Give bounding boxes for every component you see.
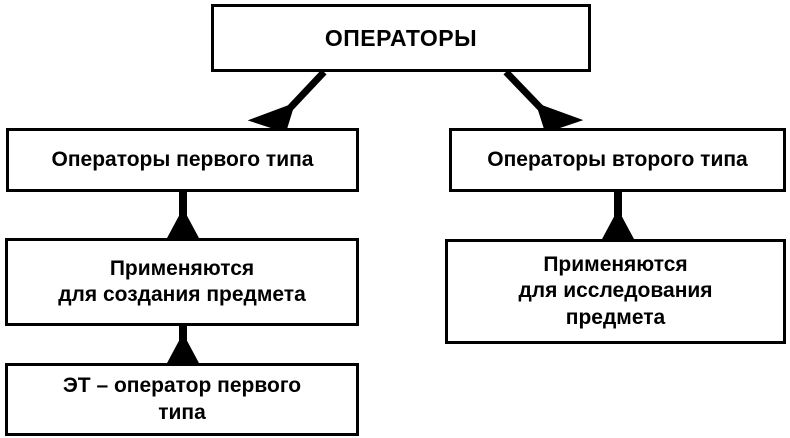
node-purpose-research-object[interactable]: Применяются для исследования предмета bbox=[445, 239, 786, 344]
node-operators-first-type-label: Операторы первого типа bbox=[51, 147, 314, 171]
node-purpose-research-object-label: Применяются для исследования предмета bbox=[518, 253, 713, 329]
edge-root-to-type1 bbox=[247, 69, 327, 152]
node-operators-first-type[interactable]: Операторы первого типа bbox=[6, 128, 359, 192]
node-operators-second-type[interactable]: Операторы второго типа bbox=[449, 128, 786, 192]
node-root-label: ОПЕРАТОРЫ bbox=[324, 24, 478, 51]
edge-root-to-type2 bbox=[503, 69, 584, 152]
node-root[interactable]: ОПЕРАТОРЫ bbox=[211, 4, 591, 72]
node-et-first-type-operator-label: ЭТ – оператор первого типа bbox=[62, 374, 302, 424]
node-purpose-create-object-label: Применяются для создания предмета bbox=[58, 256, 306, 306]
node-operators-second-type-label: Операторы второго типа bbox=[487, 147, 748, 171]
node-purpose-create-object[interactable]: Применяются для создания предмета bbox=[5, 238, 359, 326]
node-et-first-type-operator[interactable]: ЭТ – оператор первого типа bbox=[5, 363, 359, 436]
